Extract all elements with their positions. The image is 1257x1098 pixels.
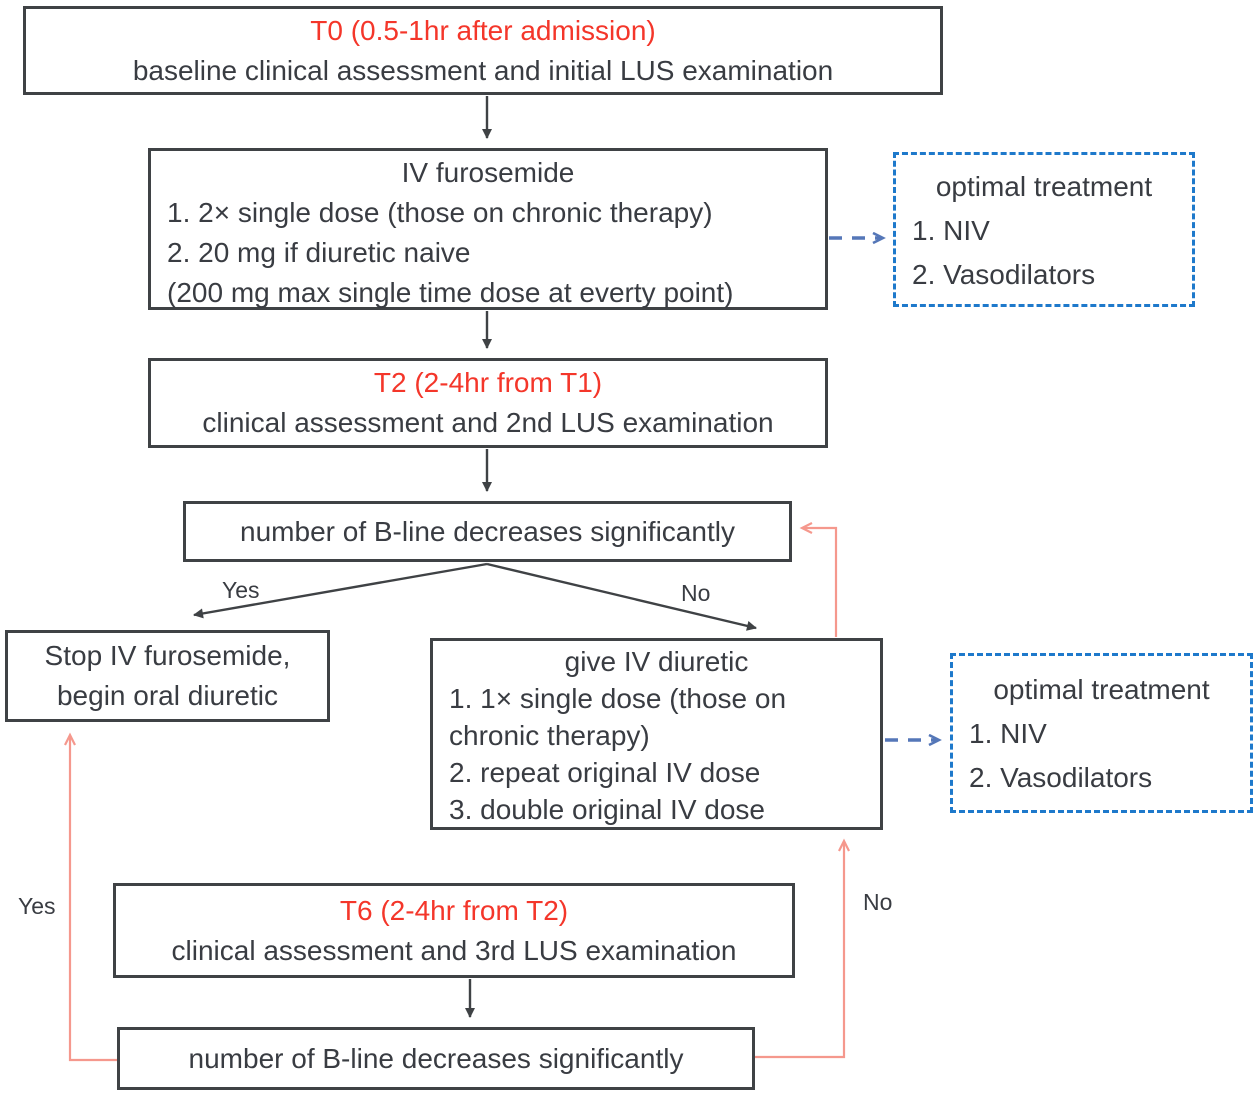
iv-furosemide-line-2: 2. 20 mg if diuretic naive xyxy=(167,237,471,268)
t6-subtitle: clinical assessment and 3rd LUS examinat… xyxy=(171,934,737,966)
label-no-top: No xyxy=(681,580,711,606)
optimal1-line-1: 1. NIV xyxy=(912,215,990,246)
node-optimal-treatment-1: optimal treatment 1. NIV 2. Vasodilators xyxy=(893,152,1195,307)
stop-line-1: Stop IV furosemide, xyxy=(44,640,291,671)
give-line-3: 2. repeat original IV dose xyxy=(449,757,761,788)
loop-give-to-bline1 xyxy=(799,522,838,637)
give-line-2: chronic therapy) xyxy=(449,720,650,751)
optimal2-title: optimal treatment xyxy=(993,674,1210,705)
t6-title: T6 (2-4hr from T2) xyxy=(339,894,569,926)
node-t2: T2 (2-4hr from T1) clinical assessment a… xyxy=(148,358,828,448)
node-t0: T0 (0.5-1hr after admission) baseline cl… xyxy=(23,6,943,95)
give-title: give IV diuretic xyxy=(564,646,749,677)
node-iv-furosemide: IV furosemide 1. 2× single dose (those o… xyxy=(148,148,828,310)
arrow-no-to-give xyxy=(486,562,757,631)
t0-title: T0 (0.5-1hr after admission) xyxy=(310,14,656,46)
give-line-4: 3. double original IV dose xyxy=(449,794,765,825)
node-t6: T6 (2-4hr from T2) clinical assessment a… xyxy=(113,883,795,978)
t2-subtitle: clinical assessment and 2nd LUS examinat… xyxy=(202,407,774,438)
node-optimal-treatment-2: optimal treatment 1. NIV 2. Vasodilators xyxy=(950,653,1253,813)
t2-title: T2 (2-4hr from T1) xyxy=(373,367,603,398)
arrow-yes-to-stop xyxy=(193,562,488,619)
loop-yes-bline2-to-stop xyxy=(64,732,118,1062)
t0-subtitle: baseline clinical assessment and initial… xyxy=(132,54,834,86)
label-yes-top: Yes xyxy=(222,577,260,603)
label-yes-bottom: Yes xyxy=(18,893,56,919)
iv-furosemide-title: IV furosemide xyxy=(401,157,575,188)
bline2-label: number of B-line decreases significantly xyxy=(188,1042,684,1074)
loop-no-bline2-to-give xyxy=(755,838,850,1059)
optimal1-title: optimal treatment xyxy=(935,171,1153,202)
node-bline-check-2: number of B-line decreases significantly xyxy=(117,1027,755,1090)
optimal2-line-1: 1. NIV xyxy=(969,718,1047,749)
node-stop-furosemide: Stop IV furosemide, begin oral diuretic xyxy=(5,630,330,722)
iv-furosemide-line-1: 1. 2× single dose (those on chronic ther… xyxy=(167,197,713,228)
optimal2-line-2: 2. Vasodilators xyxy=(969,762,1153,793)
node-bline-check-1: number of B-line decreases significantly xyxy=(183,501,792,562)
node-give-iv-diuretic: give IV diuretic 1. 1× single dose (thos… xyxy=(430,638,883,830)
bline1-label: number of B-line decreases significantly xyxy=(240,515,735,547)
iv-furosemide-line-3: (200 mg max single time dose at everty p… xyxy=(167,277,734,308)
stop-line-2: begin oral diuretic xyxy=(56,680,279,711)
give-line-1: 1. 1× single dose (those on xyxy=(449,683,787,714)
label-no-bottom: No xyxy=(863,889,893,915)
optimal1-line-2: 2. Vasodilators xyxy=(912,259,1096,290)
